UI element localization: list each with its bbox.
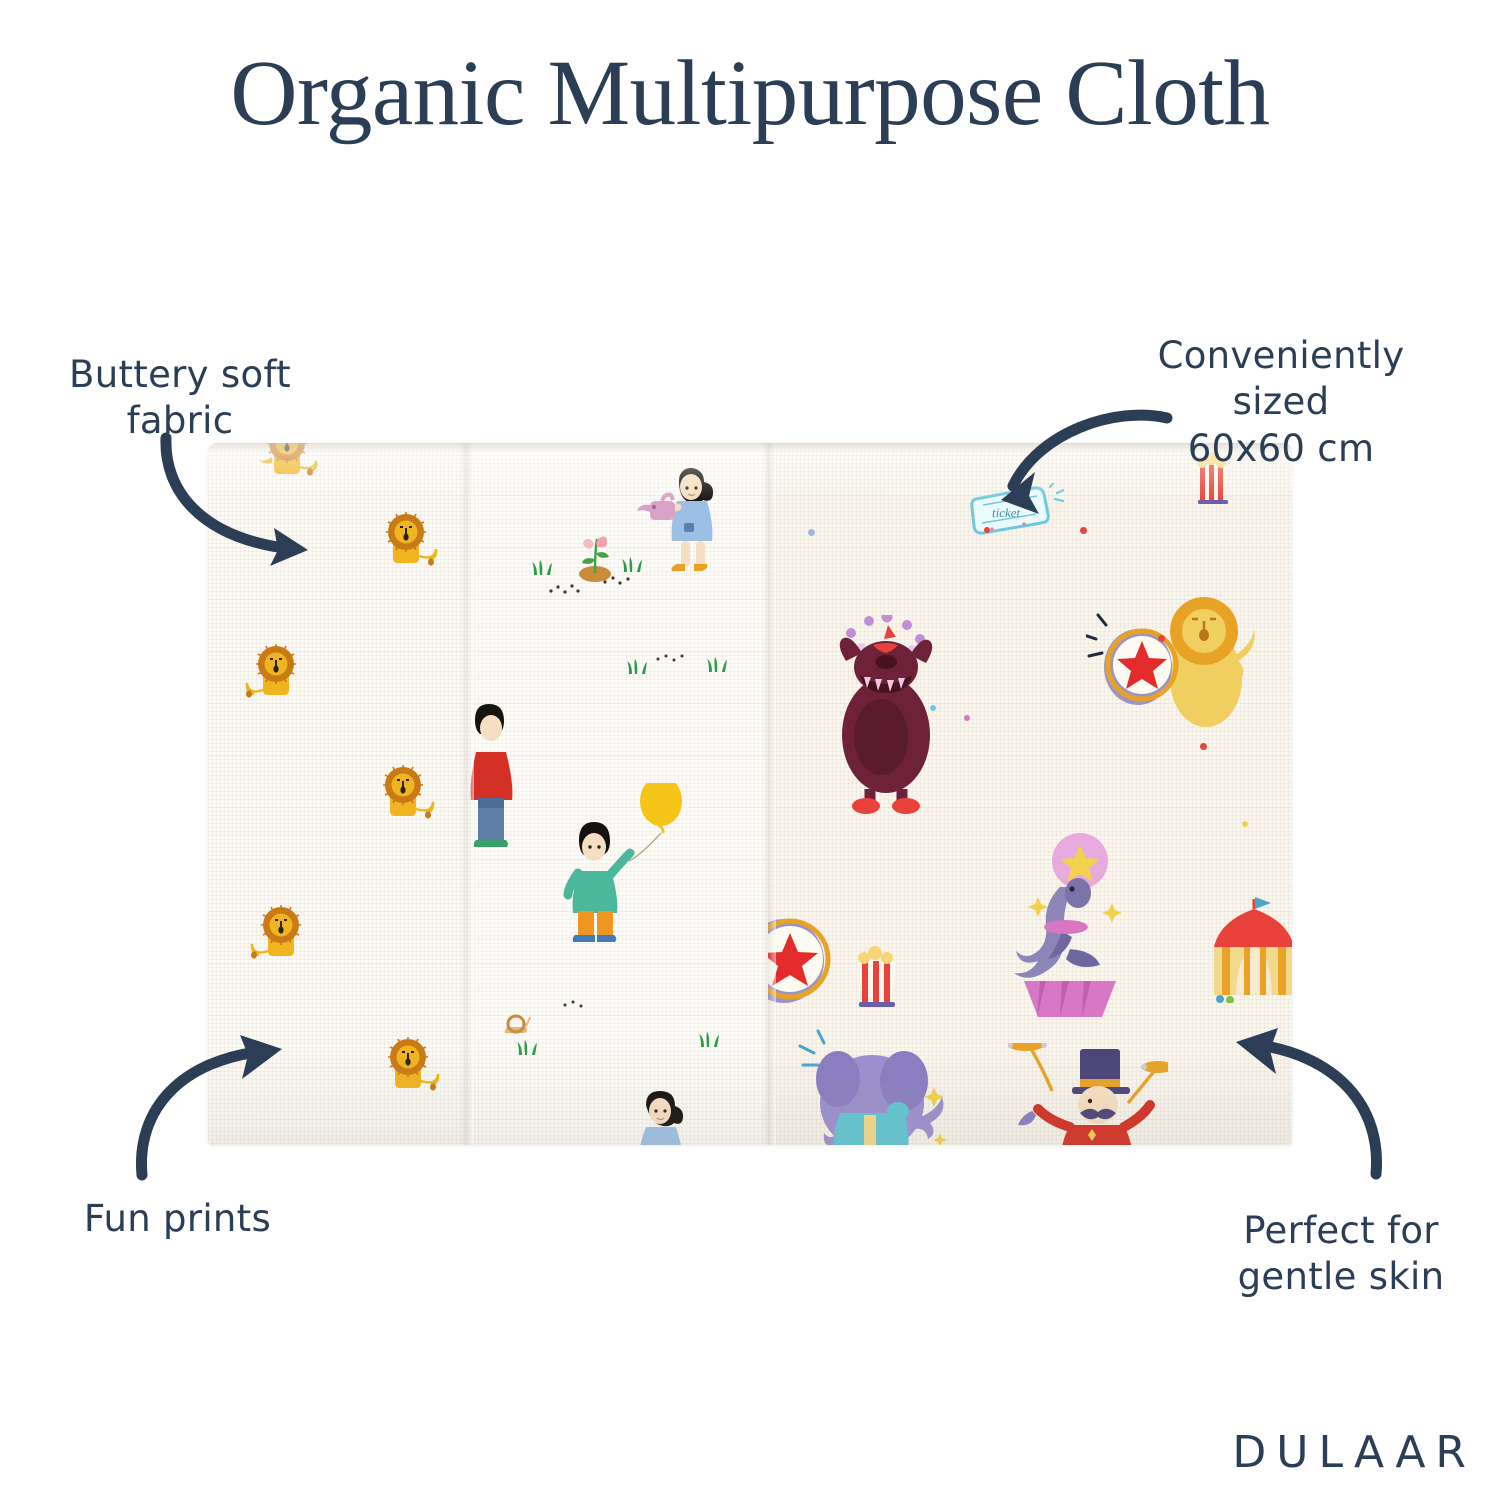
cloth-panel-garden <box>466 443 768 1145</box>
snail-motif <box>501 1013 531 1035</box>
annotation-line-2: 60x60 cm <box>1187 426 1375 470</box>
girl-watering-can-motif <box>636 461 746 581</box>
brand-logo: DULAAR <box>1232 1427 1476 1478</box>
flower-motif <box>571 521 619 583</box>
cloth-fold-seam <box>762 443 776 1145</box>
annotation-line-2: gentle skin <box>1237 1255 1445 1299</box>
balancing-seal-motif <box>1000 831 1140 1021</box>
confetti-dot <box>1158 635 1165 642</box>
annotation-line-1: Perfect for <box>1243 1209 1439 1252</box>
annotation-buttery-soft-fabric: Buttery soft fabric <box>40 352 320 445</box>
confetti-dot <box>964 715 970 721</box>
seed-dots-motif <box>548 583 582 595</box>
seed-dots-motif <box>561 998 595 1010</box>
annotation-conveniently-sized: Conveniently sized 60x60 cm <box>1106 333 1456 472</box>
cloth-panel-lions <box>208 443 466 1145</box>
boy-red-shirt-motif <box>466 698 524 848</box>
juggling-bear-motif <box>824 615 954 815</box>
child-with-balloon-motif <box>561 783 686 943</box>
grass-tuft-motif <box>531 559 553 575</box>
confetti-dot <box>1200 743 1207 750</box>
page-title: Organic Multipurpose Cloth <box>230 42 1270 145</box>
ringmaster-motif <box>1008 1043 1168 1145</box>
confetti-dot <box>1242 821 1248 827</box>
lion-motif <box>246 901 320 965</box>
annotation-line-1: Buttery soft <box>69 353 291 396</box>
girl-bottom-motif <box>624 1083 710 1145</box>
grass-tuft-motif <box>621 556 643 572</box>
circus-tent-motif <box>1204 893 1292 1003</box>
annotation-line-1: Fun prints <box>83 1197 272 1240</box>
lion-motif <box>371 508 445 572</box>
elephant-motif <box>794 1027 954 1145</box>
grass-tuft-motif <box>706 656 728 672</box>
seed-dots-motif <box>601 575 635 587</box>
svg-text:ticket: ticket <box>992 505 1021 520</box>
confetti-dot <box>930 705 936 711</box>
drum-motif <box>768 903 854 1013</box>
annotation-fun-prints: Fun prints <box>50 1196 305 1242</box>
annotation-perfect-for-gentle-skin: Perfect for gentle skin <box>1216 1208 1466 1301</box>
product-image-cloth-stack: ticket <box>208 443 1292 1145</box>
lion-motif <box>373 1033 447 1097</box>
grass-tuft-motif <box>626 658 648 674</box>
grass-tuft-motif <box>698 1031 720 1047</box>
lion-motif <box>252 443 326 483</box>
popcorn-box-motif <box>852 943 902 1015</box>
annotation-line-1: Conveniently sized <box>1157 334 1405 424</box>
lion-motif <box>368 761 442 825</box>
lion-motif <box>241 640 315 704</box>
confetti-dot <box>1080 527 1087 534</box>
ticket-motif: ticket <box>970 483 1064 543</box>
lion-with-hoop-motif <box>1086 591 1262 737</box>
grass-tuft-motif <box>516 1039 538 1055</box>
cloth-fold-seam <box>460 443 474 1145</box>
confetti-dot <box>984 527 990 533</box>
confetti-dot <box>808 529 815 536</box>
seed-dots-motif <box>654 652 688 664</box>
cloth-panel-circus: ticket <box>768 443 1292 1145</box>
annotation-line-2: fabric <box>126 399 234 443</box>
